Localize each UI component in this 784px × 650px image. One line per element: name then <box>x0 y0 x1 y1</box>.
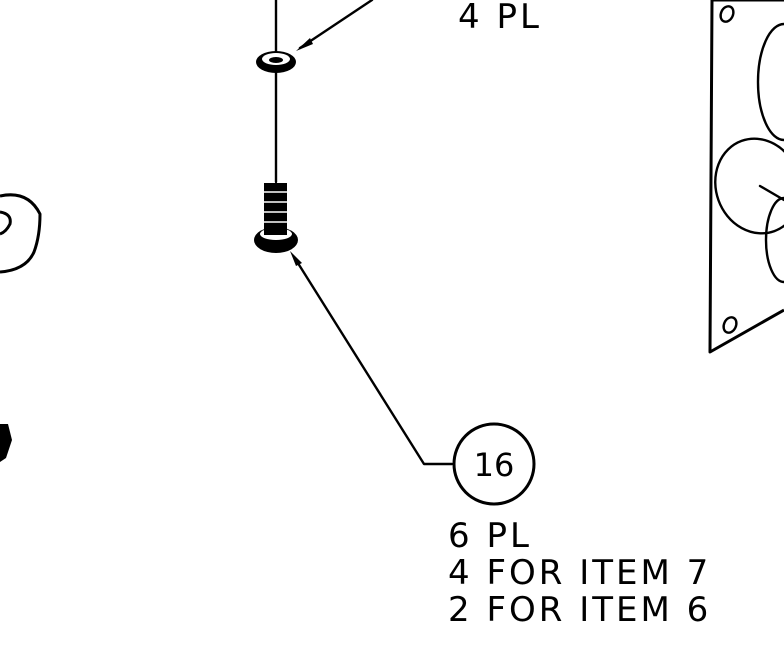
balloon-leader <box>290 251 454 466</box>
note-line-1: 6 PL <box>448 516 532 556</box>
left-knob-part <box>0 193 42 274</box>
left-clip-part <box>0 424 12 462</box>
item-balloon-number: 16 <box>474 446 515 484</box>
washer-leader <box>296 0 374 51</box>
fan-panel-part <box>708 0 784 354</box>
note-line-3: 2 FOR ITEM 6 <box>448 590 711 630</box>
item-balloon <box>452 422 536 506</box>
screw-part <box>254 183 298 253</box>
note-line-2: 4 FOR ITEM 7 <box>448 553 711 593</box>
top-note: 4 PL <box>458 0 542 37</box>
washer-part <box>256 51 296 73</box>
